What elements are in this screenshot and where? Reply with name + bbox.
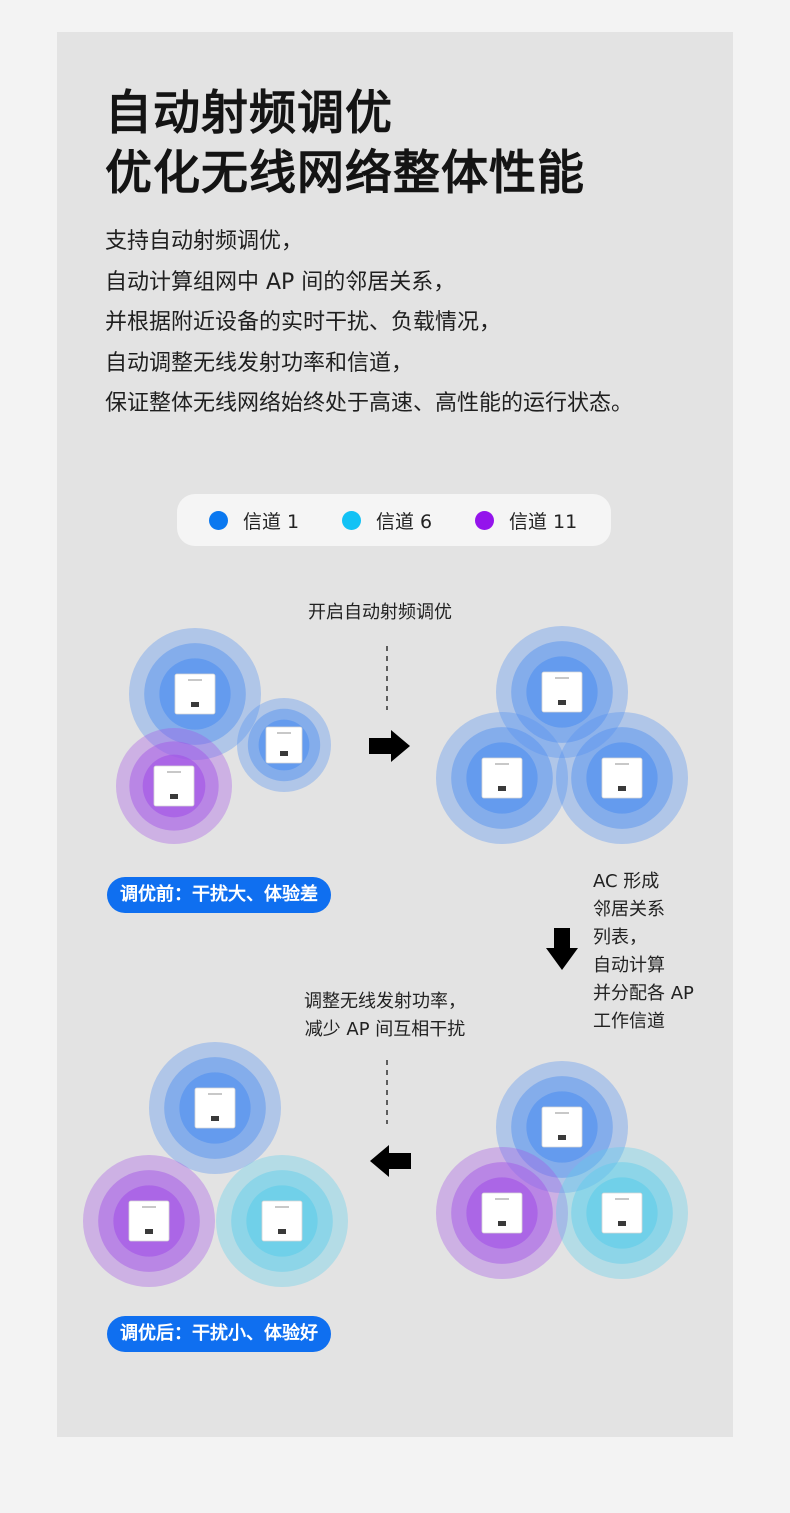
ap-port-icon xyxy=(618,786,626,791)
ap-logo-mark xyxy=(615,763,629,765)
ap-plate xyxy=(601,757,643,799)
legend-item-channel-1: 信道 1 xyxy=(209,494,299,546)
ap-after-1-access-point-icon xyxy=(194,1087,236,1129)
ap-computed-2-access-point-icon xyxy=(481,1192,523,1234)
arrow-down-icon xyxy=(546,928,578,970)
ap-logo-mark xyxy=(555,1112,569,1114)
ap-plate xyxy=(265,726,303,764)
caption-line: AC 形成 xyxy=(593,871,660,892)
ap-computed-1-access-point-icon xyxy=(541,1106,583,1148)
caption-line: 自动计算 xyxy=(593,955,665,976)
ap-port-icon xyxy=(191,702,199,707)
ap-port-icon xyxy=(278,1229,286,1234)
caption-line: 邻居关系 xyxy=(593,899,665,920)
caption-line: 减少 AP 间互相干扰 xyxy=(304,1019,466,1040)
ap-plate xyxy=(174,673,216,715)
after-tuning-badge: 调优后：干扰小、体验好 xyxy=(107,1316,331,1352)
before-tuning-badge: 调优前：干扰大、体验差 xyxy=(107,877,331,913)
title-line-2: 优化无线网络整体性能 xyxy=(105,146,585,201)
legend-item-channel-11: 信道 11 xyxy=(475,494,577,546)
legend-item-channel-6: 信道 6 xyxy=(342,494,432,546)
ap-enabled-1-access-point-icon xyxy=(541,671,583,713)
ap-logo-mark xyxy=(615,1198,629,1200)
ap-logo-mark xyxy=(275,1206,289,1208)
caption-line: 并分配各 AP xyxy=(593,983,694,1004)
ap-plate xyxy=(261,1200,303,1242)
ap-before-1-access-point-icon xyxy=(174,673,216,715)
description-line: 保证整体无线网络始终处于高速、高性能的运行状态。 xyxy=(105,391,634,416)
ap-port-icon xyxy=(618,1221,626,1226)
ap-plate xyxy=(153,765,195,807)
title-line-1: 自动射频调优 xyxy=(105,86,393,141)
legend-label: 信道 11 xyxy=(509,510,578,533)
ap-plate xyxy=(601,1192,643,1234)
adjust-power-caption: 调整无线发射功率， 减少 AP 间互相干扰 xyxy=(304,988,466,1044)
ap-after-2-access-point-icon xyxy=(128,1200,170,1242)
ap-port-icon xyxy=(280,751,288,756)
arrow-left-icon xyxy=(370,1145,411,1177)
ac-neighbor-caption: AC 形成 邻居关系 列表， 自动计算 并分配各 AP 工作信道 xyxy=(593,868,694,1036)
ap-port-icon xyxy=(558,1135,566,1140)
ap-logo-mark xyxy=(188,679,202,681)
ap-logo-mark xyxy=(277,732,291,734)
ap-nodes xyxy=(83,626,688,1287)
ap-computed-3-access-point-icon xyxy=(601,1192,643,1234)
description: 支持自动射频调优， 自动计算组网中 AP 间的邻居关系， 并根据附近设备的实时干… xyxy=(105,222,633,425)
ap-after-3-access-point-icon xyxy=(261,1200,303,1242)
description-line: 并根据附近设备的实时干扰、负载情况， xyxy=(105,310,502,335)
ap-plate xyxy=(481,757,523,799)
caption-line: 调整无线发射功率， xyxy=(304,991,466,1012)
ap-logo-mark xyxy=(208,1093,222,1095)
ap-plate xyxy=(481,1192,523,1234)
channel-6-dot-icon xyxy=(342,510,361,530)
ap-port-icon xyxy=(145,1229,153,1234)
legend-label: 信道 6 xyxy=(376,510,433,533)
ap-plate xyxy=(128,1200,170,1242)
ap-enabled-2-access-point-icon xyxy=(481,757,523,799)
ap-port-icon xyxy=(498,786,506,791)
ap-port-icon xyxy=(211,1116,219,1121)
ap-before-2-access-point-icon xyxy=(153,765,195,807)
ap-logo-mark xyxy=(495,1198,509,1200)
enable-tuning-caption: 开启自动射频调优 xyxy=(308,602,452,623)
arrow-right-icon xyxy=(369,730,410,762)
description-line: 自动计算组网中 AP 间的邻居关系， xyxy=(105,269,456,295)
ap-logo-mark xyxy=(555,677,569,679)
caption-line: 列表， xyxy=(593,927,647,948)
channel-1-dot-icon xyxy=(209,510,228,530)
ap-logo-mark xyxy=(167,771,181,773)
ap-logo-mark xyxy=(142,1206,156,1208)
caption-line: 工作信道 xyxy=(593,1011,665,1032)
channel-11-dot-icon xyxy=(475,510,494,530)
ap-plate xyxy=(541,671,583,713)
ap-plate xyxy=(194,1087,236,1129)
ap-port-icon xyxy=(558,700,566,705)
ap-port-icon xyxy=(170,794,178,799)
legend-label: 信道 1 xyxy=(243,510,300,533)
description-line: 自动调整无线发射功率和信道， xyxy=(105,350,414,376)
ap-logo-mark xyxy=(495,763,509,765)
ap-enabled-3-access-point-icon xyxy=(601,757,643,799)
description-line: 支持自动射频调优， xyxy=(105,229,304,254)
ap-port-icon xyxy=(498,1221,506,1226)
channel-legend: 信道 1 信道 6 信道 11 xyxy=(177,494,611,546)
ap-before-3-access-point-icon xyxy=(265,726,303,764)
ap-plate xyxy=(541,1106,583,1148)
